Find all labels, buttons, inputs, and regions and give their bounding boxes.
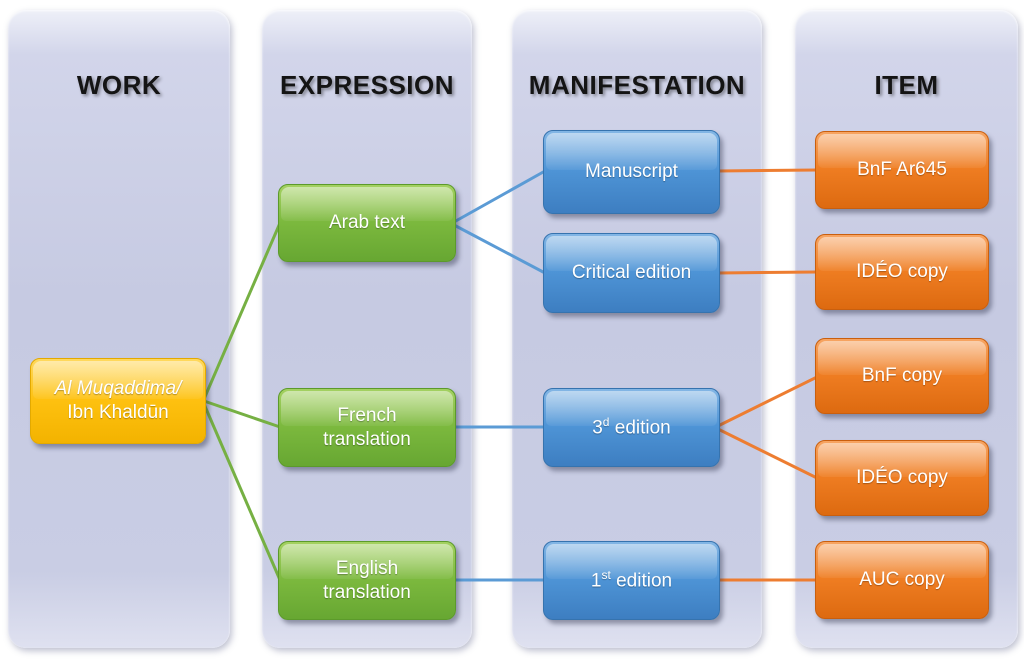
expression-label: French translation: [323, 404, 411, 450]
manifestation-node-critical-edition: Critical edition: [543, 233, 720, 313]
expression-label: Arab text: [328, 212, 406, 234]
column-header-work: WORK: [76, 70, 162, 100]
manifestation-node-3d-edition: 3d edition: [543, 388, 720, 467]
item-node-bnf-ar645: BnF Ar645: [815, 131, 989, 209]
item-label: IDÉO copy: [856, 467, 948, 489]
expression-label: English translation: [323, 557, 411, 603]
expression-node-arab-text: Arab text: [278, 184, 456, 262]
manifestation-label: 3d edition: [592, 414, 671, 439]
expression-node-french-translation: French translation: [278, 388, 456, 467]
item-node-ideo-copy-2: IDÉO copy: [815, 440, 989, 516]
column-header-manifestation: MANIFESTATION: [528, 70, 746, 100]
manifestation-node-1st-edition: 1st edition: [543, 541, 720, 620]
item-label: BnF Ar645: [857, 159, 947, 181]
work-node: Al Muqaddima/Ibn Khaldūn: [30, 358, 206, 444]
item-node-bnf-copy: BnF copy: [815, 338, 989, 414]
manifestation-label: 1st edition: [590, 567, 673, 592]
item-label: IDÉO copy: [856, 261, 948, 283]
column-header-item: ITEM: [874, 70, 939, 100]
item-node-auc-copy: AUC copy: [815, 541, 989, 619]
column-header-expression: EXPRESSION: [279, 70, 455, 100]
work-node-label: Al Muqaddima/Ibn Khaldūn: [54, 378, 182, 423]
item-label: BnF copy: [861, 365, 943, 387]
item-label: AUC copy: [859, 569, 945, 591]
column-work: WORK: [8, 10, 230, 648]
expression-node-english-translation: English translation: [278, 541, 456, 620]
item-node-ideo-copy-1: IDÉO copy: [815, 234, 989, 310]
manifestation-label: Manuscript: [585, 161, 678, 183]
manifestation-label: Critical edition: [571, 262, 692, 284]
manifestation-node-manuscript: Manuscript: [543, 130, 720, 214]
